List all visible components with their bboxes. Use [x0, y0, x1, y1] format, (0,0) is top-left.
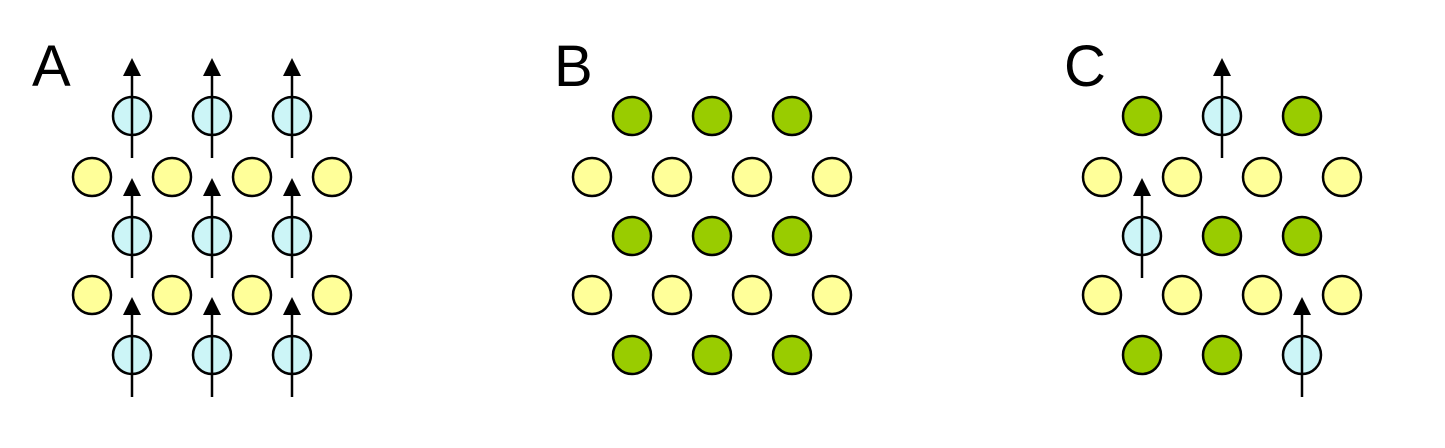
atom-plain-a-r4-c2 [151, 274, 193, 316]
atom-plain-a-r2-c4 [311, 156, 353, 198]
spin-arrow-icon-a-r1-c3 [283, 58, 301, 158]
atom-plain-b-r2-c1 [571, 156, 613, 198]
atom-plain-a-r2-c1 [71, 156, 113, 198]
atom-nonmagnetic-b-r1-c1 [611, 95, 653, 137]
atom-plain-c-r4-c1 [1081, 274, 1123, 316]
atom-plain-c-r2-c3 [1241, 156, 1283, 198]
atom-plain-b-r2-c3 [731, 156, 773, 198]
atom-plain-a-r4-c4 [311, 274, 353, 316]
spin-arrow-icon-a-r1-c2 [203, 58, 221, 158]
atom-plain-b-r2-c2 [651, 156, 693, 198]
panel-b: B [554, 34, 853, 376]
atom-nonmagnetic-b-r1-c3 [771, 95, 813, 137]
atom-plain-a-r4-c1 [71, 274, 113, 316]
atom-nonmagnetic-b-r5-c2 [691, 334, 733, 376]
atom-nonmagnetic-c-r3-c2 [1201, 215, 1243, 257]
atom-nonmagnetic-c-r5-c1 [1121, 334, 1163, 376]
atom-nonmagnetic-b-r5-c1 [611, 334, 653, 376]
atom-nonmagnetic-b-r3-c1 [611, 215, 653, 257]
spin-arrow-icon-a-r5-c2 [203, 297, 221, 397]
atom-plain-c-r4-c4 [1321, 274, 1363, 316]
atom-nonmagnetic-b-r3-c2 [691, 215, 733, 257]
atom-plain-c-r4-c3 [1241, 274, 1283, 316]
atom-plain-b-r4-c3 [731, 274, 773, 316]
spin-arrow-icon-c-r3-c1 [1133, 178, 1151, 278]
spin-arrow-icon-a-r3-c3 [283, 178, 301, 278]
atom-nonmagnetic-c-r1-c1 [1121, 95, 1163, 137]
atom-plain-b-r2-c4 [811, 156, 853, 198]
atom-plain-a-r2-c3 [231, 156, 273, 198]
spin-arrow-icon-c-r5-c3 [1293, 297, 1311, 397]
panel-c: C [1064, 34, 1363, 397]
atom-plain-c-r2-c1 [1081, 156, 1123, 198]
atom-plain-b-r4-c1 [571, 274, 613, 316]
panel-label-b: B [554, 34, 593, 99]
atom-plain-a-r4-c3 [231, 274, 273, 316]
atom-plain-b-r4-c4 [811, 274, 853, 316]
spin-arrow-icon-a-r5-c1 [123, 297, 141, 397]
atom-nonmagnetic-c-r5-c2 [1201, 334, 1243, 376]
atom-nonmagnetic-b-r1-c2 [691, 95, 733, 137]
spin-arrow-icon-a-r1-c1 [123, 58, 141, 158]
panel-label-c: C [1064, 34, 1106, 99]
atom-nonmagnetic-b-r3-c3 [771, 215, 813, 257]
atom-nonmagnetic-b-r5-c3 [771, 334, 813, 376]
spin-arrow-icon-a-r3-c1 [123, 178, 141, 278]
atom-plain-c-r2-c2 [1161, 156, 1203, 198]
panel-a: A [32, 34, 353, 397]
spin-arrow-icon-a-r5-c3 [283, 297, 301, 397]
spin-arrow-icon-a-r3-c2 [203, 178, 221, 278]
spin-arrow-icon-c-r1-c2 [1213, 58, 1231, 158]
atom-plain-c-r4-c2 [1161, 274, 1203, 316]
atom-plain-a-r2-c2 [151, 156, 193, 198]
panel-label-a: A [32, 34, 71, 99]
atom-nonmagnetic-c-r3-c3 [1281, 215, 1323, 257]
atom-plain-c-r2-c4 [1321, 156, 1363, 198]
atom-nonmagnetic-c-r1-c3 [1281, 95, 1323, 137]
atom-plain-b-r4-c2 [651, 274, 693, 316]
